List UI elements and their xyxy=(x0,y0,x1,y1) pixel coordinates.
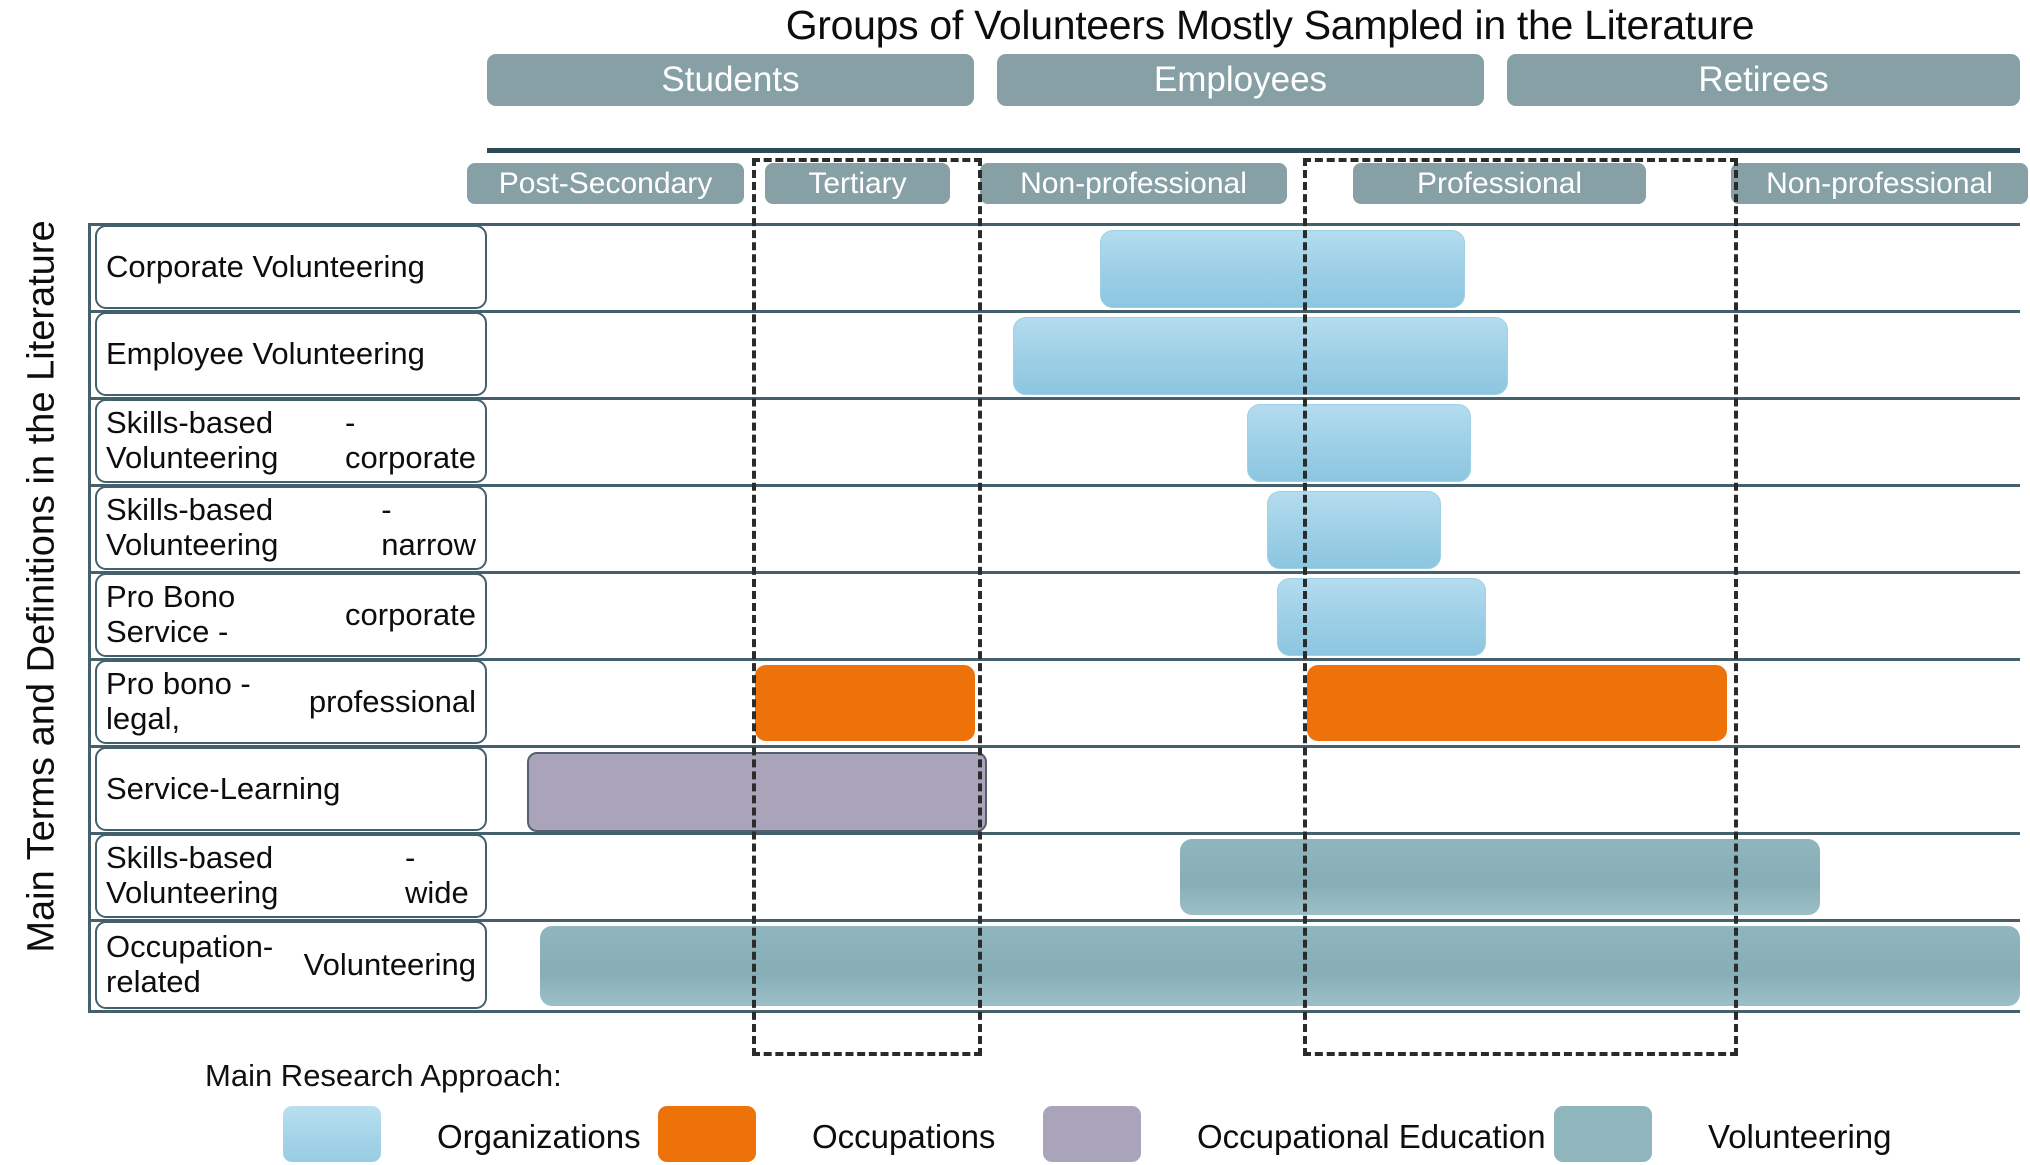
subgroup-pill-non-professional-4: Non-professional xyxy=(1731,163,2028,204)
row-label-line-1: professional xyxy=(308,683,476,719)
row-divider-4 xyxy=(88,571,2020,574)
subgroup-pill-post-secondary-0: Post-Secondary xyxy=(467,163,744,204)
bar-corporate-volunteering-0 xyxy=(1100,230,1465,308)
group-pill-employees: Employees xyxy=(997,54,1484,106)
bar-employee-volunteering-0 xyxy=(1013,317,1508,395)
row-label-line-1: - wide xyxy=(404,840,469,910)
row-label-line-1: corporate xyxy=(345,596,476,632)
legend-label-organizations: Organizations xyxy=(437,1118,641,1155)
legend-label-volunteering: Volunteering xyxy=(1708,1118,1892,1155)
row-label-line-0: Occupation-related xyxy=(106,929,274,999)
group-pill-retirees: Retirees xyxy=(1507,54,2020,106)
table-left-edge xyxy=(88,223,91,1012)
row-label-line-1: - narrow xyxy=(381,492,476,562)
row-divider-3 xyxy=(88,484,2020,487)
row-label-employee-volunteering: Employee Volunteering xyxy=(95,312,487,396)
row-divider-8 xyxy=(88,919,2020,922)
row-divider-bottom xyxy=(88,1010,2020,1013)
row-label-skills-based-volunteering-narrow: Skills-based Volunteering - narrow xyxy=(95,486,487,570)
group-pill-students: Students xyxy=(487,54,974,106)
row-divider-0 xyxy=(88,223,2020,226)
row-label-line-0: Service-Learning xyxy=(106,770,341,806)
row-label-line-1: Volunteering xyxy=(303,946,476,982)
row-label-skills-based-volunteering-corporate: Skills-based Volunteering - corporate xyxy=(95,399,487,483)
row-label-line-0: Skills-based Volunteering xyxy=(106,840,279,910)
row-label-line-0: Corporate Volunteering xyxy=(106,248,425,284)
bar-skills-based-volunteering-corporate-0 xyxy=(1247,404,1471,482)
legend-swatch-occupational-education xyxy=(1043,1106,1141,1162)
subgroup-pill-non-professional-2: Non-professional xyxy=(980,163,1287,204)
subgroup-pill-tertiary-1: Tertiary xyxy=(765,163,950,204)
matrix-table xyxy=(88,223,2020,1013)
legend-title: Main Research Approach: xyxy=(205,1058,562,1093)
row-label-occupation-related-volunteering: Occupation-related Volunteering xyxy=(95,921,487,1009)
row-label-line-1: - corporate xyxy=(345,405,476,475)
row-label-corporate-volunteering: Corporate Volunteering xyxy=(95,225,487,309)
row-divider-7 xyxy=(88,832,2020,835)
page-title: Groups of Volunteers Mostly Sampled in t… xyxy=(785,2,1755,48)
legend-label-occupations: Occupations xyxy=(812,1118,996,1155)
row-label-line-0: Pro Bono Service - xyxy=(106,579,236,649)
vertical-axis-label: Main Terms and Definitions in the Litera… xyxy=(20,220,63,953)
header-divider-rule xyxy=(487,148,2020,153)
subgroup-pill-professional-3: Professional xyxy=(1353,163,1646,204)
bar-skills-based-volunteering-narrow-0 xyxy=(1267,491,1441,569)
row-label-line-0: Pro bono - legal, xyxy=(106,666,251,736)
row-label-line-0: Skills-based Volunteering xyxy=(106,405,279,475)
bar-pro-bono-legal-professional-1 xyxy=(1307,665,1727,741)
row-divider-6 xyxy=(88,745,2020,748)
legend-swatch-occupations xyxy=(658,1106,756,1162)
bar-skills-based-volunteering-wide-0 xyxy=(1180,839,1820,915)
row-label-line-0: Employee Volunteering xyxy=(106,335,425,371)
row-label-line-0: Skills-based Volunteering xyxy=(106,492,279,562)
bar-occupation-related-volunteering-0 xyxy=(540,926,2020,1006)
row-divider-2 xyxy=(88,397,2020,400)
row-label-service-learning: Service-Learning xyxy=(95,747,487,831)
legend-swatch-volunteering xyxy=(1554,1106,1652,1162)
legend-swatch-organizations xyxy=(283,1106,381,1162)
legend-label-occupational-education: Occupational Education xyxy=(1197,1118,1546,1155)
row-divider-1 xyxy=(88,310,2020,313)
bar-pro-bono-service-corporate-0 xyxy=(1277,578,1486,656)
row-label-pro-bono-service-corporate: Pro Bono Service - corporate xyxy=(95,573,487,657)
row-divider-5 xyxy=(88,658,2020,661)
row-label-pro-bono-legal-professional: Pro bono - legal, professional xyxy=(95,660,487,744)
row-label-skills-based-volunteering-wide: Skills-based Volunteering - wide xyxy=(95,834,487,918)
bar-pro-bono-legal-professional-0 xyxy=(755,665,975,741)
bar-service-learning-0 xyxy=(527,752,987,832)
